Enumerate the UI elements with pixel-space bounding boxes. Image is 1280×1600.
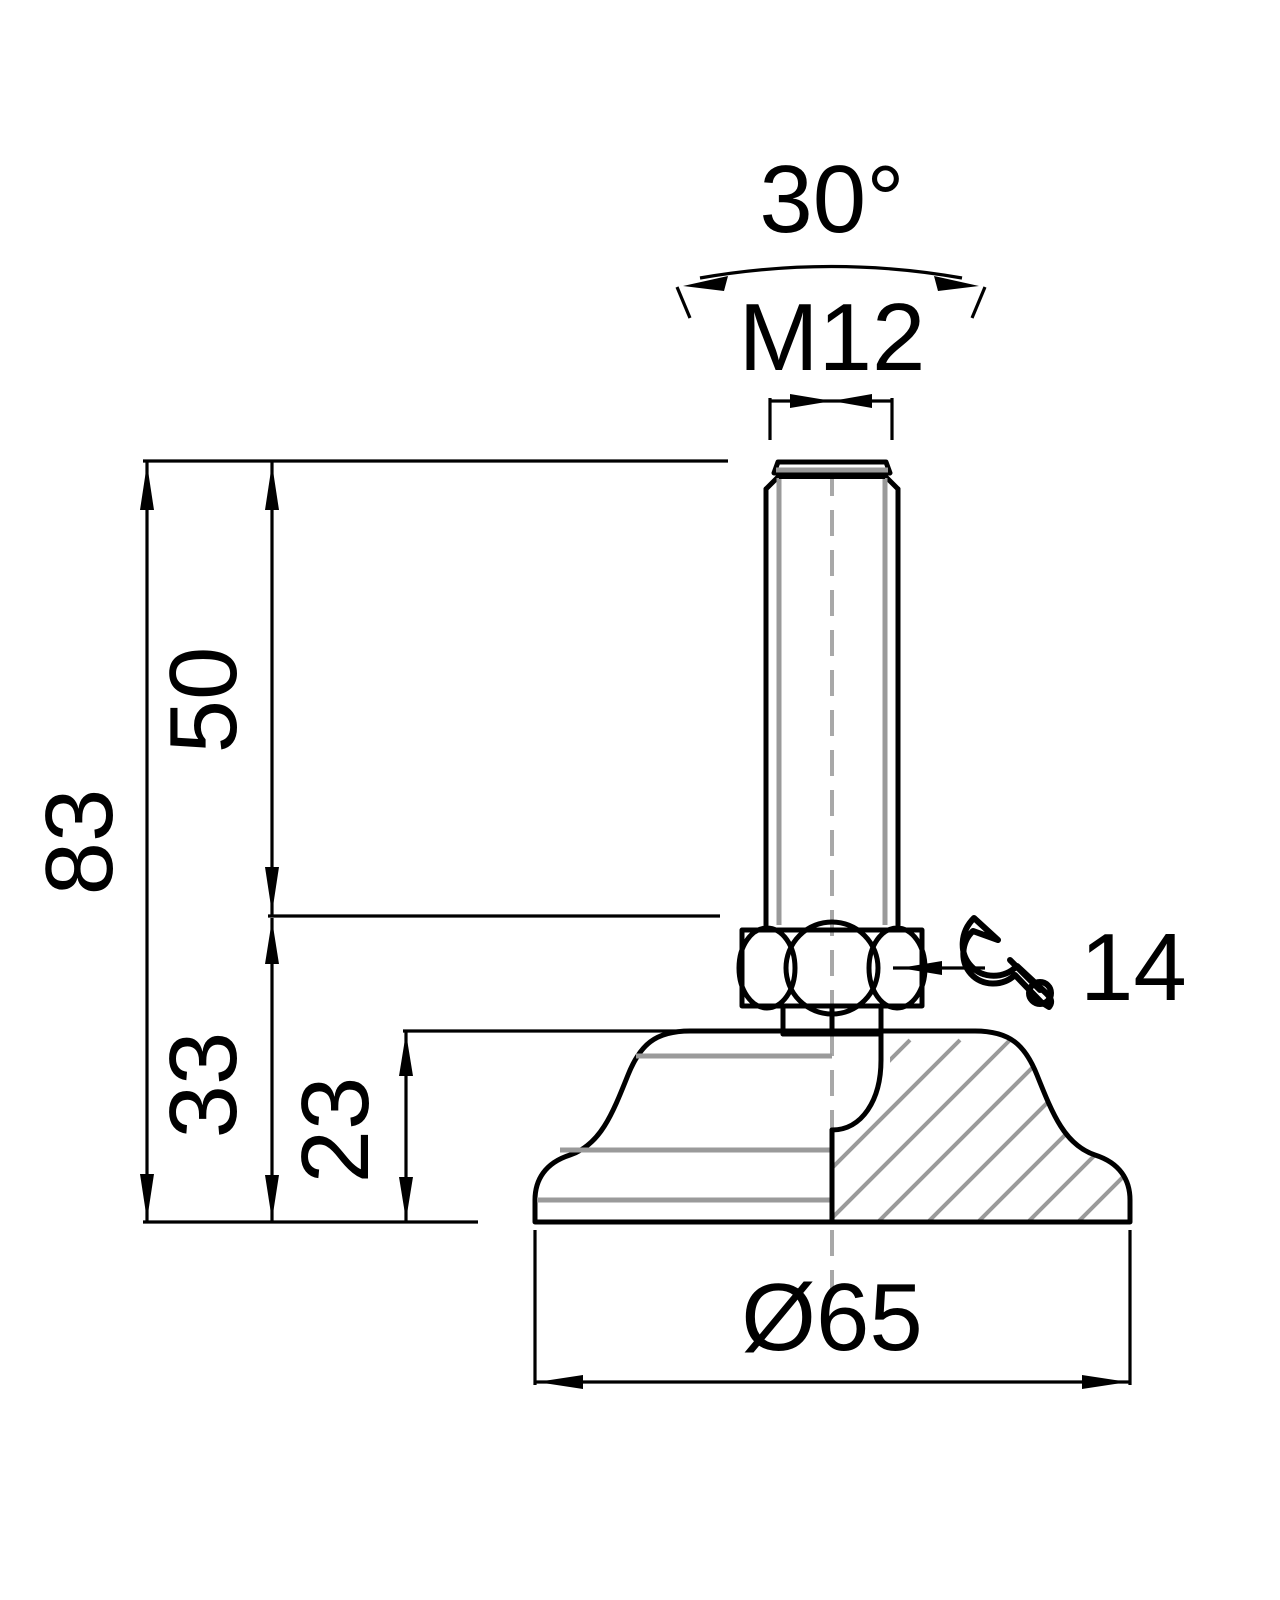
angle-tick-right <box>970 286 987 319</box>
angle-arrowhead-left <box>683 276 728 291</box>
angle-tick-left <box>675 286 692 319</box>
height-23-label: 23 <box>282 1077 389 1184</box>
base-socket-cavity <box>829 1031 884 1133</box>
thread-spec-label: M12 <box>739 284 926 391</box>
diameter-label: Ø65 <box>741 1264 922 1371</box>
angle-arc <box>699 264 963 280</box>
angle-arrowhead-right <box>934 276 979 291</box>
stud-top-cap <box>771 459 893 476</box>
height-50-arrow-top <box>265 464 279 510</box>
height-83-arrow-bottom <box>140 1174 154 1220</box>
base-and-nut-height-dimension: 33 <box>150 918 279 1222</box>
base-plate-left-half <box>532 1028 835 1225</box>
threaded-stud <box>763 459 901 928</box>
height-83-arrow-top <box>140 464 154 510</box>
wrench-handle-eye <box>1026 979 1054 1007</box>
diameter-arrow-right <box>1082 1375 1128 1389</box>
wrench-leader-arrowhead <box>900 961 942 975</box>
height-50-label: 50 <box>150 647 257 754</box>
thread-dimension-group: M12 <box>739 284 926 440</box>
wrench-size-label: 14 <box>1080 914 1187 1021</box>
angle-dimension-group: 30° <box>675 146 987 319</box>
base-outer-profile-left <box>532 1028 835 1225</box>
thread-arrowhead-left <box>790 394 832 408</box>
base-outer-profile-right <box>829 1028 1133 1225</box>
height-33-arrow-top <box>265 920 279 964</box>
height-33-label: 33 <box>150 1032 257 1139</box>
wrench-callout-group: 14 <box>893 914 1187 1021</box>
hex-nut-left-arc <box>736 925 798 1011</box>
height-83-label: 83 <box>26 789 133 896</box>
height-23-arrow-bottom <box>399 1177 413 1220</box>
overall-height-dimension: 83 <box>26 462 154 1222</box>
base-height-dimension: 23 <box>282 1031 413 1222</box>
base-diameter-dimension: Ø65 <box>533 1230 1132 1389</box>
height-23-arrow-top <box>399 1033 413 1076</box>
height-50-arrow-bottom <box>265 867 279 913</box>
angle-dimension-label: 30° <box>759 146 904 253</box>
diameter-arrow-left <box>537 1375 583 1389</box>
height-33-arrow-bottom <box>265 1175 279 1220</box>
stud-length-dimension: 50 <box>150 462 279 915</box>
extension-lines-group <box>143 459 728 1224</box>
thread-arrowhead-right <box>832 394 872 408</box>
wrench-icon <box>959 915 1055 1010</box>
